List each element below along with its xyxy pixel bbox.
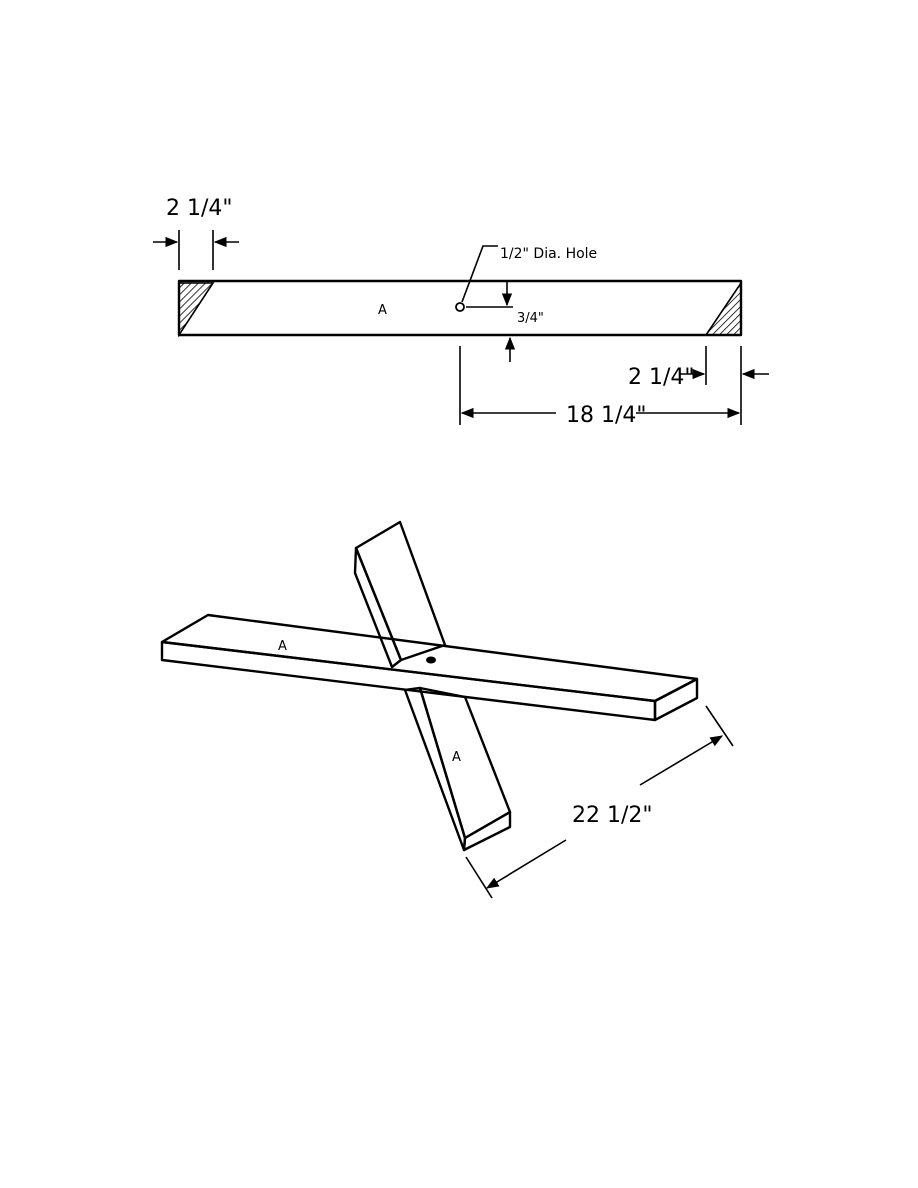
length-ext-2 [465,856,493,899]
length-ext-1 [705,705,734,747]
part-label-a-lower: A [452,750,461,765]
diagonal-board-side-face [353,546,403,669]
iso-view: A A 22 1/2" [160,520,734,899]
diagonal-board-end [462,810,512,852]
length-arrow-upper [639,735,724,786]
diagonal-board-lower-side [403,686,467,852]
dim-hole-offset: 3/4" [517,311,544,326]
top-view: A 1/2" Dia. Hole 3/4" 2 1/4" 2 1/4" 18 1… [153,196,769,428]
horizontal-board-end-face [653,677,699,722]
diagonal-board-lower-top [418,686,512,840]
hole-dot [426,656,436,664]
dim-left-end: 2 1/4" [166,196,233,221]
dim-hole-to-end: 18 1/4" [566,403,647,428]
hole-leader-line [461,245,498,303]
part-label-a-upper: A [278,639,287,654]
dim-length: 22 1/2" [572,803,653,828]
length-arrow-lower [485,839,567,889]
horizontal-board-front-face [160,640,657,722]
horizontal-board [160,613,699,722]
left-miter-hatch [178,282,215,338]
dim-right-end: 2 1/4" [628,365,695,390]
right-miter-hatch [704,280,742,336]
hole-note: 1/2" Dia. Hole [500,246,597,262]
hole-circle [455,302,465,312]
part-label-a: A [378,303,387,318]
